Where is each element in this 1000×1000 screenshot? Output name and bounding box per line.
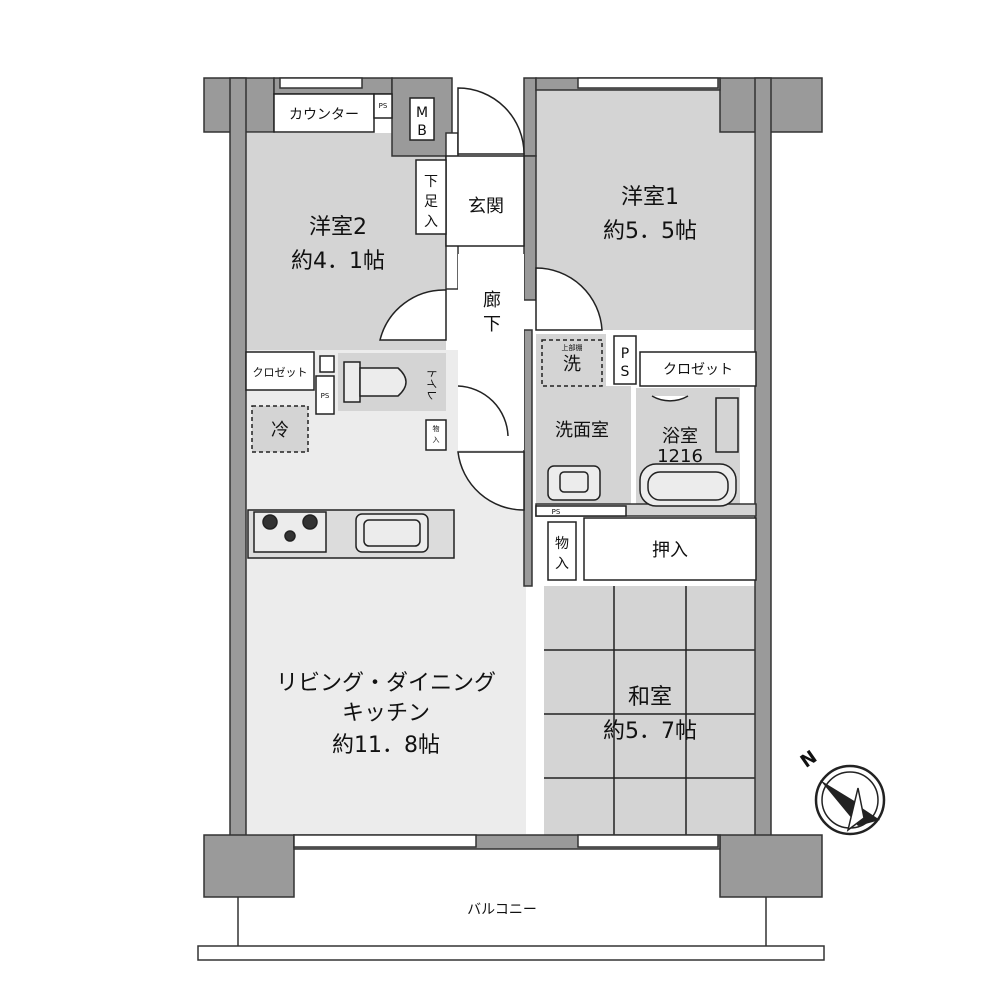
ps-left-label: PS [321, 392, 330, 400]
mono-small-label-2: 入 [433, 436, 440, 444]
ps-large-label-2: S [621, 364, 630, 380]
toilet-bowl [359, 367, 407, 397]
mono-box [547, 521, 577, 581]
oshiire-box [583, 517, 757, 581]
compass [814, 764, 886, 836]
oshiire-label: 押入 [652, 540, 688, 561]
mono-small-label-1: 物 [433, 424, 440, 433]
ps-large-label-1: P [621, 346, 629, 362]
closet-right-label: クロゼット [663, 362, 733, 378]
door-swings [379, 87, 689, 511]
ps-right-box [613, 335, 637, 385]
tatami-grid [544, 586, 755, 835]
closet-right-box [639, 351, 757, 387]
bath-name: 浴室 [662, 426, 698, 447]
mb-label-2: B [417, 123, 427, 139]
western1-size: 約5．5帖 [603, 219, 697, 244]
ps-strip [535, 505, 627, 517]
corridor-label-1: 廊 [483, 290, 501, 311]
washroom-label: 洗面室 [555, 420, 609, 441]
balcony-label: バルコニー [467, 902, 537, 918]
shoe-label-2: 足 [424, 194, 438, 210]
western2-size: 約4．1帖 [291, 249, 385, 274]
mono-label-1: 物 [555, 536, 569, 552]
ldk-name2: キッチン [342, 701, 430, 726]
mb-box [409, 97, 435, 141]
shoe-label-3: 入 [424, 214, 438, 230]
washer-label: 洗 [563, 354, 581, 375]
ps-left-box [315, 375, 335, 415]
japanese-name: 和室 [628, 685, 672, 710]
japanese-size: 約5．7帖 [603, 719, 697, 744]
shoe-label-1: 下 [424, 174, 438, 190]
windows [279, 77, 719, 848]
western2-name: 洋室2 [309, 215, 367, 240]
bathtub [639, 463, 737, 507]
ldk-size: 約11．8帖 [332, 733, 440, 758]
compass-north-label: N [797, 747, 821, 773]
fridge-box [251, 405, 309, 453]
corridor-box [458, 254, 524, 450]
washer-box [541, 339, 603, 387]
shoe-box [415, 159, 447, 235]
ps-small-label: PS [379, 102, 388, 110]
ps-strip-label: PS [552, 508, 561, 516]
mb-label-1: M [416, 105, 428, 121]
washer-shelf-label: 上部棚 [562, 343, 583, 352]
toilet-tank [343, 361, 361, 403]
mono-label-2: 入 [555, 556, 569, 572]
bath-size: 1216 [657, 446, 703, 467]
entrance-label: 玄関 [468, 196, 504, 217]
closet-left-label: クロゼット [253, 366, 308, 379]
kitchen-sink [355, 513, 429, 553]
entrance-box [445, 155, 525, 247]
wash-basin [547, 465, 601, 501]
corridor-label-2: 下 [483, 314, 501, 335]
ps-small-box [373, 93, 393, 119]
room-japanese [544, 586, 755, 835]
toilet-label: トイレ [425, 368, 438, 401]
mono-small-box [425, 419, 447, 451]
ldk-name: リビング・ダイニング [276, 671, 496, 696]
western1-name: 洋室1 [621, 185, 679, 210]
counter-label: カウンター [289, 107, 359, 123]
balcony-rail [197, 945, 825, 961]
fridge-label: 冷 [271, 420, 289, 441]
closet-left-box [245, 351, 315, 391]
